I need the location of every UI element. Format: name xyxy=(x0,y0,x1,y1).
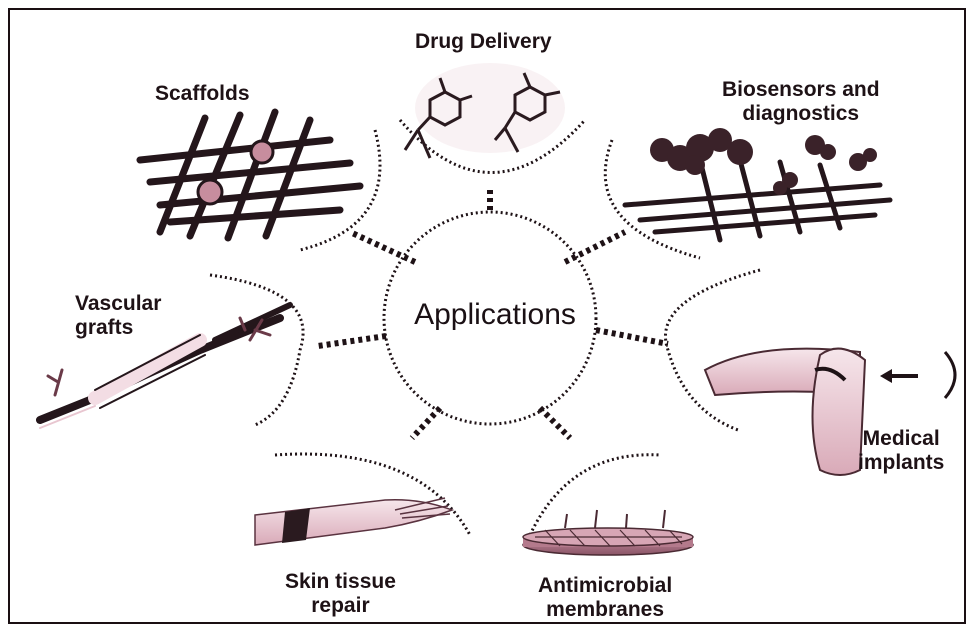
label-vascular-grafts: Vascular grafts xyxy=(75,292,161,340)
arc-vascular xyxy=(210,275,303,425)
label-skin-line1: Skin tissue xyxy=(285,570,396,594)
scaffold-mesh-illustration xyxy=(140,112,360,238)
label-biosensors-line2: diagnostics xyxy=(722,102,880,126)
connector-skin xyxy=(412,408,440,438)
arc-implants xyxy=(665,270,760,430)
label-implants-line1: Medical xyxy=(858,427,944,451)
connector-scaffolds xyxy=(350,232,415,262)
label-vascular-line2: grafts xyxy=(75,316,161,340)
connector-implants xyxy=(596,330,668,344)
label-skin-line2: repair xyxy=(285,594,396,618)
biosensor-illustration xyxy=(625,128,890,240)
label-antimicrobial-line1: Antimicrobial xyxy=(538,574,672,598)
label-biosensors: Biosensors and diagnostics xyxy=(722,78,880,126)
label-antimicrobial-line2: membranes xyxy=(538,598,672,622)
connector-biosensors xyxy=(565,232,625,262)
label-vascular-line1: Vascular xyxy=(75,292,161,316)
label-biosensors-line1: Biosensors and xyxy=(722,78,880,102)
label-implants-line2: implants xyxy=(858,451,944,475)
connector-vascular xyxy=(318,336,386,346)
label-scaffolds: Scaffolds xyxy=(155,82,250,106)
label-antimicrobial-membranes: Antimicrobial membranes xyxy=(538,574,672,622)
drug-molecule-illustration xyxy=(405,63,565,158)
label-medical-implants: Medical implants xyxy=(858,427,944,475)
connector-antimicrobial xyxy=(540,408,570,438)
antimicrobial-membrane-illustration xyxy=(523,510,693,555)
label-drug-delivery: Drug Delivery xyxy=(415,30,552,54)
skin-repair-illustration xyxy=(255,498,452,545)
applications-center-label: Applications xyxy=(390,298,600,332)
label-skin-tissue-repair: Skin tissue repair xyxy=(285,570,396,618)
